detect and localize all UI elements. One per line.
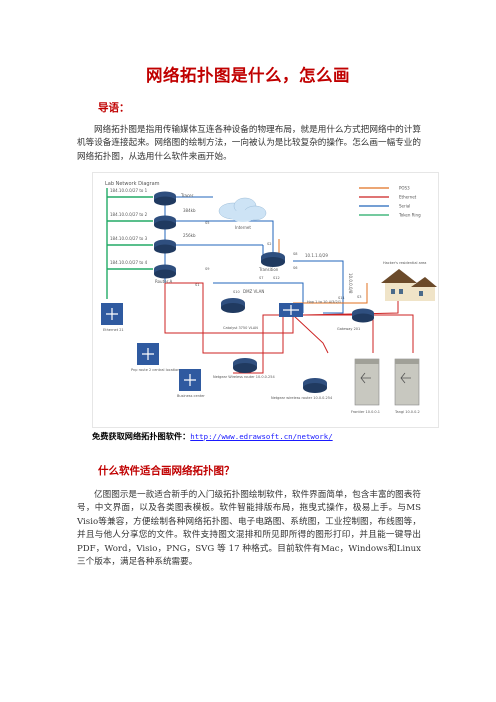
download-label: 免费获取网络拓扑图软件： (92, 431, 191, 441)
transition-label: Transition (258, 267, 279, 272)
left-ip-1: 184.10.0.0/27 to 1 (110, 188, 148, 193)
speed-1-label: 384kb (183, 208, 196, 213)
firewall-left-label: Frontier 10.0.0.1 (351, 410, 380, 414)
dmz-router-icon (221, 298, 245, 313)
speed-2-label: 256kb (183, 233, 196, 238)
left-ip-4: 184.10.0.0/27 to 4 (110, 260, 148, 265)
download-link[interactable]: http://www.edrawsoft.cn/network/ (190, 432, 333, 441)
s9-label: S9 (205, 267, 209, 271)
s6-label: S6 (293, 266, 297, 270)
switch-1-label: Ethernet 21 (103, 328, 124, 332)
section-heading: 什么软件适合画网络拓扑图？ (98, 465, 235, 477)
wireless-router-icon (233, 358, 327, 393)
legend: POS3 Ethernet Serial Token Ring (359, 186, 421, 218)
switch-right-label: Catalyst 3750 VLAN (223, 326, 258, 330)
section-paragraph: 亿图图示是一款适合新手的入门级拓扑图绘制软件，软件界面简单，包含丰富的图表符号，… (77, 490, 421, 568)
legend-label-ethernet: Ethernet (399, 195, 417, 200)
tracer-label: Tracer (180, 193, 194, 198)
legend-label-serial: Serial (399, 204, 410, 209)
house-icon (381, 269, 437, 301)
network-topology-diagram: Lab Network Diagram 184.10.0.0/27 to 1 1… (92, 172, 439, 428)
hop-label: Hop 1 to 10 4/3/2/1 (307, 300, 341, 304)
s1-label: S1 (195, 283, 199, 287)
switch-3-label: Business center (177, 394, 205, 398)
s10-label: S10 (233, 290, 240, 294)
intro-paragraph: 网络拓扑图是指用传输媒体互连各种设备的物理布局，就是用什么方式把网络中的计算机等… (77, 125, 421, 162)
transition-router-icon (261, 252, 285, 267)
download-line: 免费获取网络拓扑图软件：http://www.edrawsoft.cn/netw… (92, 430, 333, 442)
switch-2-label: Pnp route 2 central location (131, 368, 180, 372)
switch-icon (101, 303, 201, 391)
ip-mid-label: 10.1.1.0/29 (305, 253, 328, 258)
gateway-router-icon (352, 308, 374, 323)
s3-label: S3 (357, 295, 361, 299)
cloud-icon (218, 197, 267, 222)
left-ip-2: 184.10.0.0/27 to 2 (110, 212, 148, 217)
s5-label: S5 (205, 221, 209, 225)
token-ring-line (106, 188, 153, 299)
wireless-a-label: Netgear Wireless router 10.0.0.254 (213, 375, 275, 379)
lead-heading: 导语： (98, 102, 130, 114)
s11-label: S11 (338, 296, 345, 300)
s8-label: S8 (293, 252, 297, 256)
catalyst-switch-icon (279, 303, 303, 317)
router-icon (154, 191, 176, 279)
left-ip-3: 184.10.0.0/27 to 3 (110, 236, 148, 241)
diagram-title: Lab Network Diagram (105, 181, 160, 187)
s12-label: S12 (273, 276, 280, 280)
gateway-label: Gateway 201 (337, 327, 360, 331)
s7-label: S7 (259, 276, 263, 280)
server-icon (354, 358, 420, 406)
firewall-right-label: Tangi 10.0.0.2 (394, 410, 420, 414)
house-label: Hacker's residential area (383, 261, 426, 265)
page-title: 网络拓扑图是什么，怎么画 (146, 66, 350, 85)
dmz-label: DMZ VLAN (243, 289, 264, 294)
network-diagram-svg: Lab Network Diagram 184.10.0.0/27 to 1 1… (101, 181, 437, 414)
legend-label-token-ring: Token Ring (398, 213, 421, 218)
legend-label-pos3: POS3 (399, 186, 410, 191)
ip-right-label: 10.0.0.0/8 (348, 273, 353, 294)
s2-label: S2 (267, 242, 271, 246)
wireless-b-label: Netgear wireless router 10.0.0.254 (271, 396, 333, 400)
router-a-label: Router A (155, 279, 173, 284)
cloud-label: Internet (235, 225, 251, 230)
